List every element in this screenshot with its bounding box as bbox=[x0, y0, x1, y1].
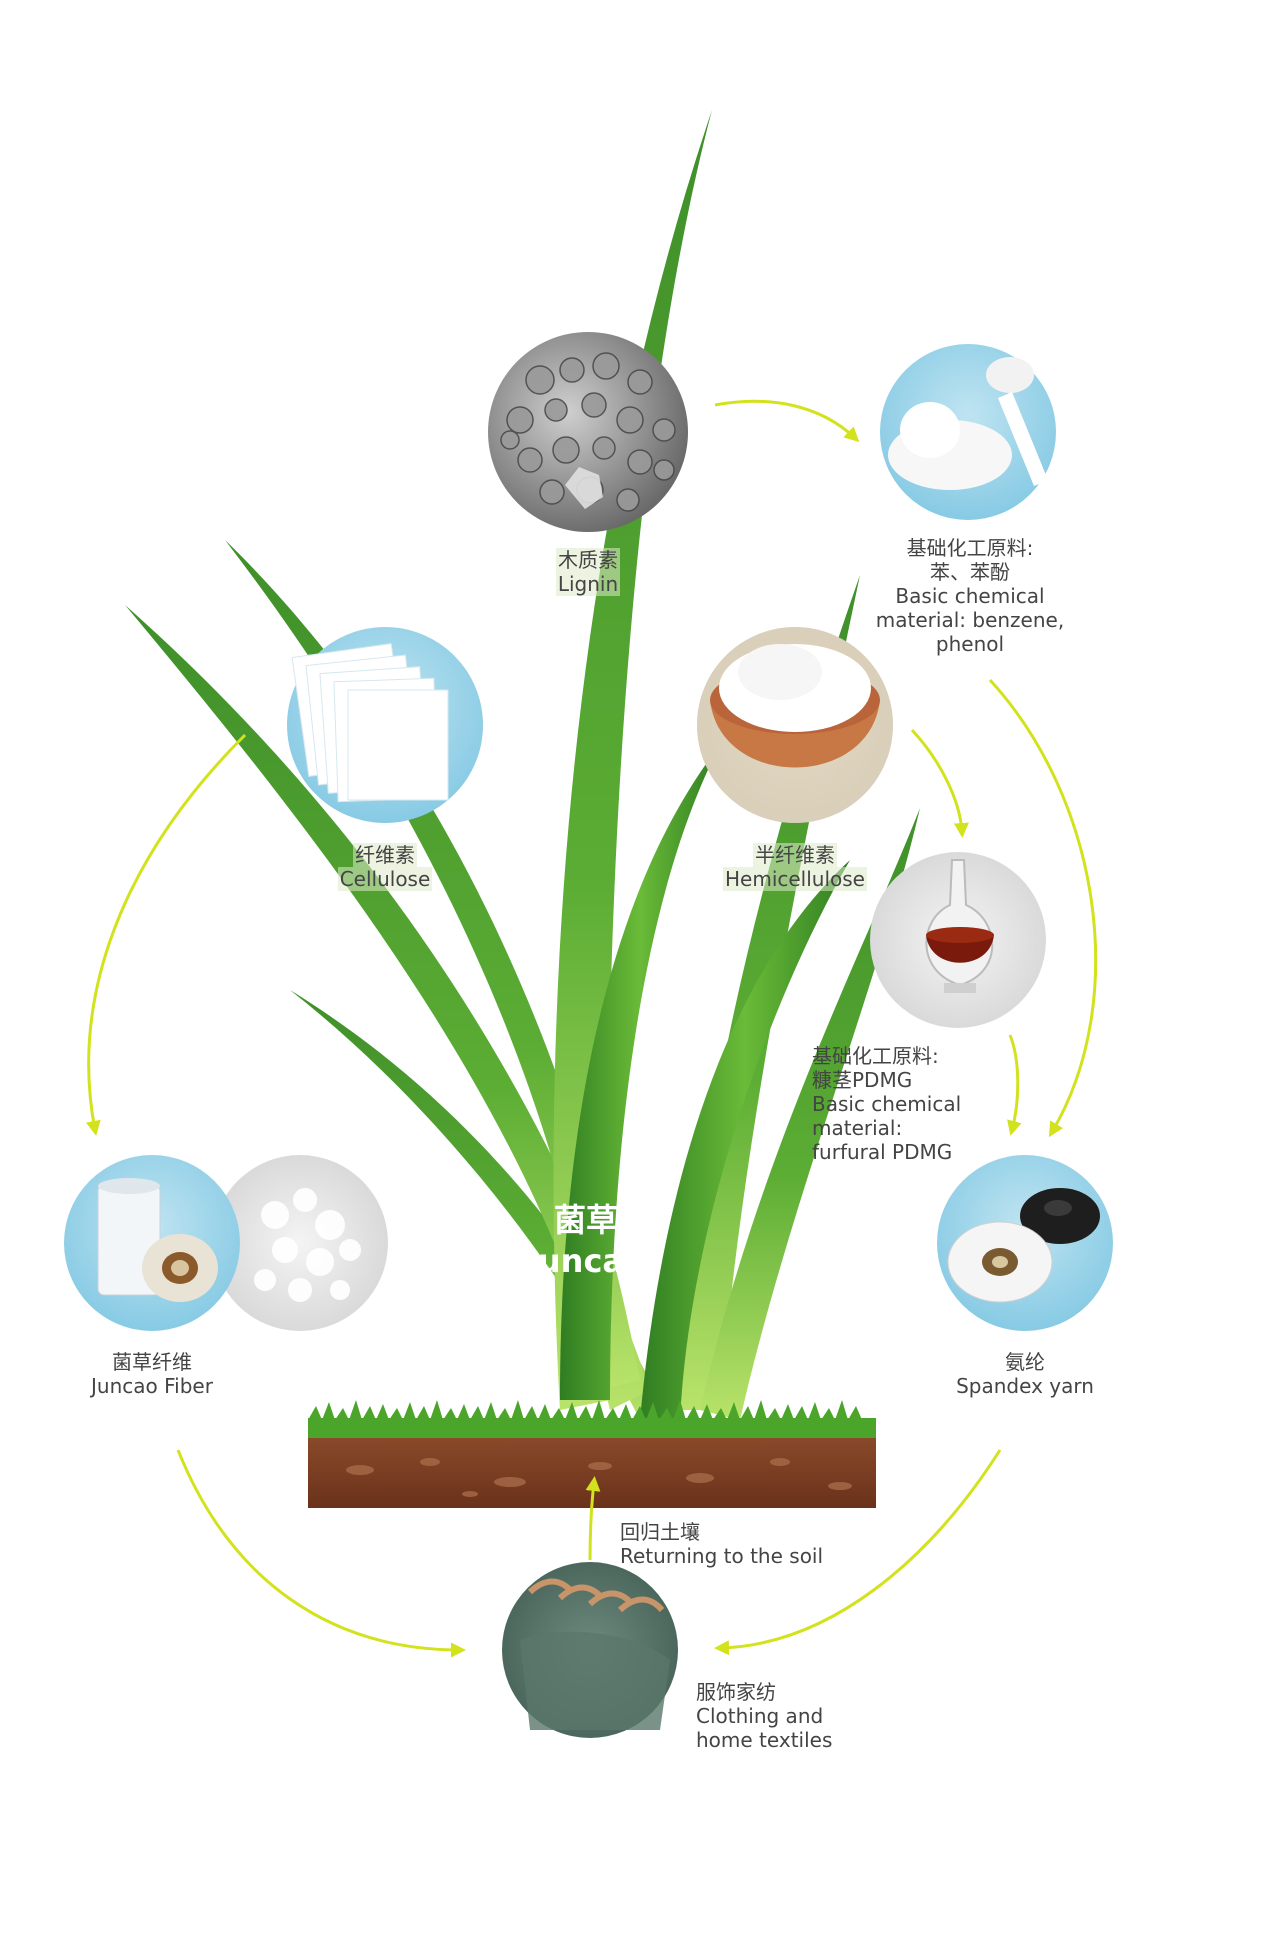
label-clothing: 服饰家纺 Clothing and home textiles bbox=[696, 1680, 876, 1752]
title-en: Juncao bbox=[525, 1242, 646, 1280]
label-spandex: 氨纶 Spandex yarn bbox=[940, 1350, 1110, 1398]
label-furfural: 基础化工原料: 糠茎PDMG Basic chemical material: … bbox=[812, 1044, 1012, 1164]
label-soil: 回归土壤 Returning to the soil bbox=[620, 1520, 860, 1568]
arrow-fiber-to-clothing bbox=[176, 1449, 466, 1658]
juncao-title: 菌草 Juncao bbox=[486, 1200, 686, 1282]
arrow-cellulose-to-fiber bbox=[85, 733, 247, 1136]
juncao-fiber-image bbox=[64, 1155, 388, 1331]
clothing-en1: Clothing and bbox=[696, 1704, 824, 1728]
benzene-line5: phenol bbox=[935, 632, 1005, 656]
flow-arrows bbox=[85, 399, 1098, 1658]
furfural-line4: material: bbox=[812, 1116, 903, 1140]
label-juncao-fiber: 菌草纤维 Juncao Fiber bbox=[72, 1350, 232, 1398]
label-cellulose: 纤维素 Cellulose bbox=[315, 843, 455, 891]
soil-zh: 回归土壤 bbox=[620, 1520, 700, 1544]
label-benzene: 基础化工原料: 苯、苯酚 Basic chemical material: be… bbox=[860, 536, 1080, 656]
soil-ground bbox=[308, 1400, 876, 1508]
leaf bbox=[640, 860, 850, 1420]
furfural-line5: furfural PDMG bbox=[812, 1140, 953, 1164]
spandex-yarn-image bbox=[937, 1155, 1113, 1331]
benzene-line4: material: benzene, bbox=[875, 608, 1065, 632]
cellulose-zh: 纤维素 bbox=[353, 843, 417, 867]
spandex-zh: 氨纶 bbox=[1005, 1350, 1045, 1374]
clothing-en2: home textiles bbox=[696, 1728, 833, 1752]
lignin-en: Lignin bbox=[555, 572, 621, 596]
hemicellulose-en: Hemicellulose bbox=[723, 867, 867, 891]
arrow-lignin-to-benzene bbox=[714, 399, 860, 443]
arrow-benzene-to-spandex bbox=[988, 678, 1098, 1138]
clothing-image bbox=[502, 1562, 678, 1738]
arrow-spandex-to-clothing bbox=[714, 1449, 1002, 1656]
furfural-flask-image bbox=[870, 852, 1046, 1028]
arrow-hemi-to-furfural bbox=[910, 728, 969, 838]
arrow-furfural-to-spandex bbox=[1007, 1034, 1022, 1136]
furfural-line2: 糠茎PDMG bbox=[812, 1068, 913, 1092]
lignin-zh: 木质素 bbox=[556, 548, 620, 572]
benzene-powder-image bbox=[880, 344, 1056, 520]
hemicellulose-image bbox=[697, 627, 893, 823]
benzene-line2: 苯、苯酚 bbox=[930, 560, 1010, 584]
furfural-line3: Basic chemical bbox=[812, 1092, 962, 1116]
label-lignin: 木质素 Lignin bbox=[528, 548, 648, 596]
spandex-en: Spandex yarn bbox=[956, 1374, 1094, 1398]
label-hemicellulose: 半纤维素 Hemicellulose bbox=[705, 843, 885, 891]
soil-en: Returning to the soil bbox=[620, 1544, 824, 1568]
benzene-line1: 基础化工原料: bbox=[906, 536, 1034, 560]
benzene-line3: Basic chemical bbox=[895, 584, 1045, 608]
arrow-clothing-to-soil bbox=[585, 1476, 601, 1561]
title-zh: 菌草 bbox=[553, 1201, 618, 1239]
furfural-line1: 基础化工原料: bbox=[812, 1044, 939, 1068]
fiber-en: Juncao Fiber bbox=[91, 1374, 213, 1398]
leaf bbox=[560, 745, 720, 1400]
cellulose-image bbox=[287, 627, 483, 823]
hemicellulose-zh: 半纤维素 bbox=[753, 843, 837, 867]
lignin-image bbox=[488, 332, 688, 532]
leaf bbox=[700, 808, 920, 1420]
clothing-zh: 服饰家纺 bbox=[696, 1680, 776, 1704]
cellulose-en: Cellulose bbox=[337, 867, 433, 891]
fiber-zh: 菌草纤维 bbox=[112, 1350, 192, 1374]
